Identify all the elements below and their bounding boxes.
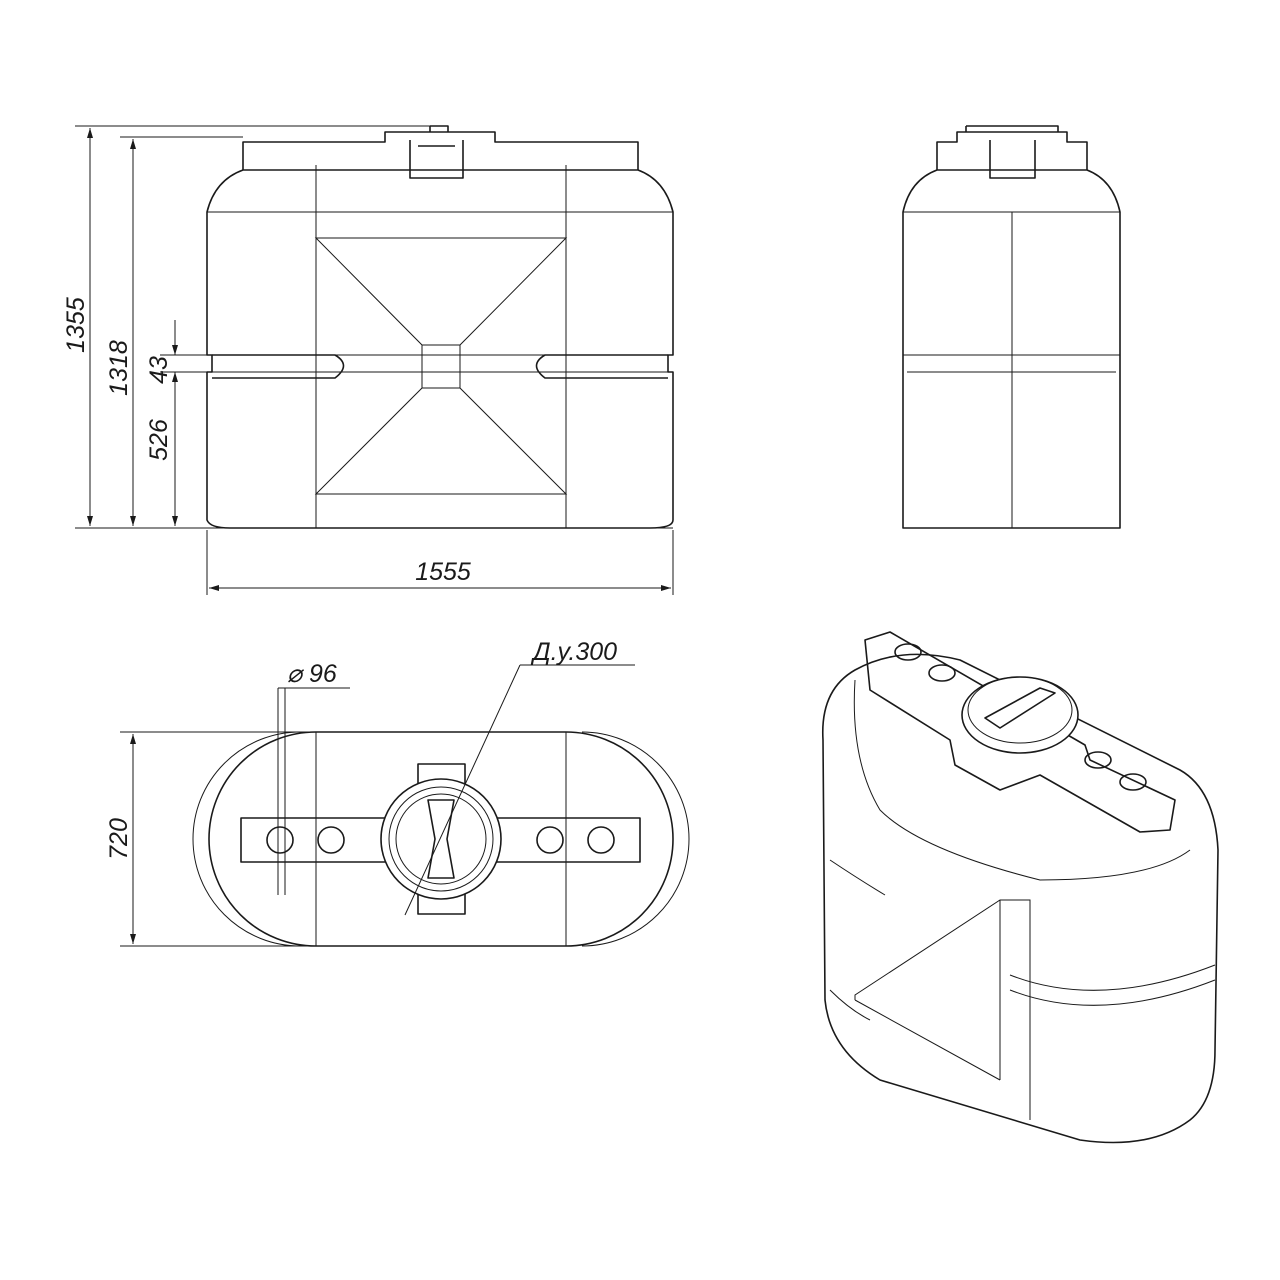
label-du300: Д.у.300	[530, 638, 617, 666]
dim-43: 43	[145, 356, 173, 384]
dim-1355: 1355	[62, 297, 90, 353]
dim-1318: 1318	[105, 340, 133, 396]
top-view: 720 ⌀ 96 Д.у.300	[105, 638, 690, 947]
isometric-view	[821, 631, 1219, 1144]
dim-526: 526	[145, 419, 173, 461]
front-dimensions: 1355 1318 43 526 1555	[62, 125, 674, 595]
dim-720: 720	[105, 818, 133, 860]
side-view	[902, 125, 1121, 529]
dim-diameter-96: ⌀ 96	[287, 660, 337, 688]
dim-1555: 1555	[415, 558, 471, 586]
front-view	[206, 125, 674, 529]
